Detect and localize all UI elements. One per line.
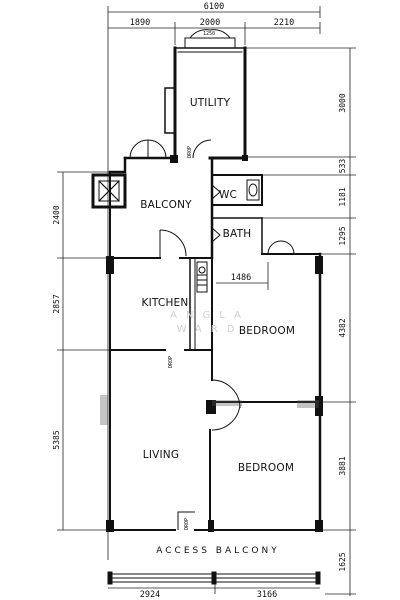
room-label-bedroom-1: BEDROOM — [239, 325, 295, 337]
room-label-bath: BATH — [223, 228, 252, 240]
dim-right-4: 1295 — [338, 226, 347, 245]
doors — [129, 29, 295, 530]
columns — [106, 155, 323, 532]
dim-window: 1250 — [203, 31, 215, 37]
dim-left-3: 5385 — [52, 430, 61, 449]
room-label-utility: UTILITY — [190, 97, 231, 109]
wall-shading — [100, 395, 319, 425]
dim-right-1: 3000 — [338, 93, 347, 112]
dim-top-right: 2210 — [274, 18, 294, 28]
drop-label-utility: DROP — [187, 146, 193, 158]
dim-right-7: 1625 — [338, 552, 347, 571]
drop-label-living: DROP — [184, 518, 190, 530]
dim-interior: 1486 — [231, 273, 251, 283]
dim-top-left: 1890 — [130, 18, 150, 28]
wc-fixtures — [196, 179, 260, 293]
dim-right-6: 3881 — [338, 456, 347, 475]
walls — [91, 46, 322, 532]
room-label-wc: WC — [219, 189, 237, 201]
room-label-living: LIVING — [143, 449, 179, 461]
room-label-bedroom-2: BEDROOM — [238, 462, 294, 474]
dim-top-mid: 2000 — [200, 18, 220, 28]
dim-right-5: 4382 — [338, 318, 347, 337]
dim-overall-width: 6100 — [204, 2, 224, 12]
watermark-line-1: ANGLA — [170, 310, 250, 321]
access-balcony-label: ACCESS BALCONY — [156, 546, 279, 556]
windows — [107, 571, 321, 585]
dim-right-3: 1181 — [338, 187, 347, 206]
dim-left-2: 2857 — [52, 294, 61, 313]
dim-left-1: 2400 — [52, 205, 61, 224]
room-label-balcony: BALCONY — [140, 199, 192, 211]
dim-bottom-left: 2924 — [140, 590, 160, 600]
drop-label-kitchen: DROP — [168, 356, 174, 368]
watermark-line-2: WARD — [177, 324, 244, 335]
room-label-kitchen: KITCHEN — [142, 297, 189, 309]
dimension-lines — [57, 6, 356, 596]
dim-bottom-right: 3166 — [257, 590, 277, 600]
dim-right-2: 533 — [338, 159, 347, 174]
